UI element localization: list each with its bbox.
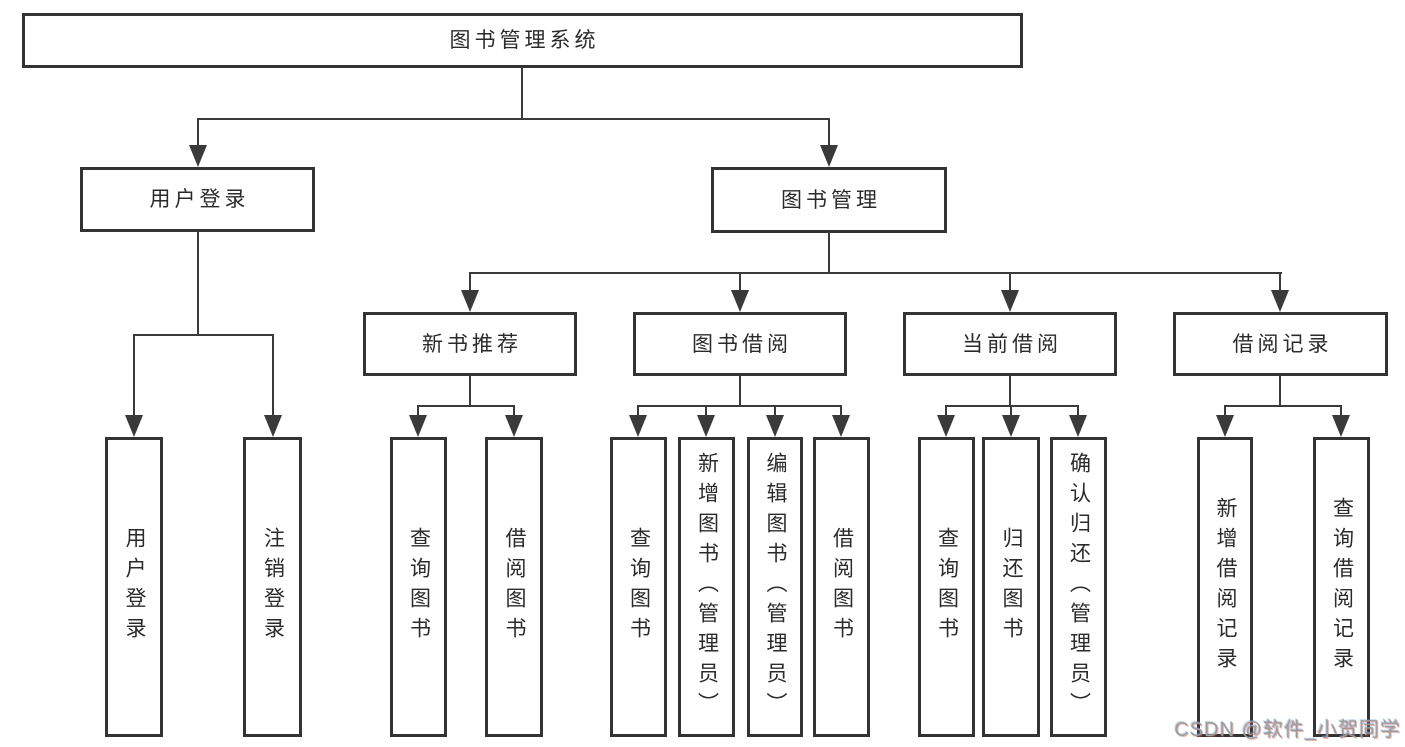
leaf-return-books: 归还图书 <box>982 437 1040 737</box>
leaf-query-books-label: 查询图书 <box>407 527 431 647</box>
leaf-borrow-books-label: 借阅图书 <box>830 527 854 647</box>
arrow-down-icon <box>1332 415 1350 437</box>
leaf-borrow-books: 借阅图书 <box>813 437 870 737</box>
connector-line <box>774 405 776 418</box>
leaf-add-borrow-record: 新增借阅记录 <box>1197 437 1253 737</box>
connector-line <box>469 272 471 292</box>
node-book-borrow: 图书借阅 <box>633 312 847 376</box>
connector-line <box>513 405 515 418</box>
arrow-down-icon <box>1069 415 1087 437</box>
node-root: 图书管理系统 <box>22 13 1023 68</box>
connector-line <box>1077 405 1079 418</box>
leaf-query-books-label: 查询图书 <box>627 527 651 647</box>
arrow-down-icon <box>766 415 784 437</box>
node-user-login: 用户登录 <box>80 167 315 232</box>
arrow-down-icon <box>505 415 523 437</box>
arrow-down-icon <box>937 415 955 437</box>
leaf-return-books-label: 归还图书 <box>1000 527 1024 647</box>
connector-line <box>705 405 707 418</box>
leaf-user-login: 用户登录 <box>105 437 163 737</box>
connector-line <box>1279 272 1281 292</box>
leaf-edit-books-admin: 编辑图书（管理员） <box>747 437 803 737</box>
connector-line <box>1340 405 1342 418</box>
connector-line <box>945 405 947 418</box>
connector-line <box>133 334 274 336</box>
arrow-down-icon <box>1001 290 1019 312</box>
connector-line <box>1224 405 1342 407</box>
connector-line <box>637 405 639 418</box>
leaf-add-books-admin: 新增图书（管理员） <box>678 437 735 737</box>
leaf-borrow-books: 借阅图书 <box>485 437 543 737</box>
connector-line <box>521 68 523 120</box>
node-book-management: 图书管理 <box>711 167 947 233</box>
connector-line <box>1009 272 1011 292</box>
node-borrow-records-label: 借阅记录 <box>1232 332 1333 356</box>
connector-line <box>417 405 515 407</box>
leaf-user-login-label: 用户登录 <box>123 527 147 647</box>
connector-line <box>739 376 741 407</box>
node-current-borrow-label: 当前借阅 <box>962 332 1062 356</box>
connector-line <box>1279 376 1281 407</box>
arrow-down-icon <box>125 415 143 437</box>
leaf-logout-label: 注销登录 <box>261 527 285 647</box>
connector-line <box>417 405 419 418</box>
connector-line <box>197 232 199 336</box>
leaf-confirm-return-admin-label: 确认归还（管理员） <box>1067 452 1091 722</box>
leaf-query-books: 查询图书 <box>610 437 667 737</box>
arrow-down-icon <box>820 145 838 167</box>
arrow-down-icon <box>832 415 850 437</box>
arrow-down-icon <box>461 290 479 312</box>
connector-line <box>945 405 1079 407</box>
node-borrow-records: 借阅记录 <box>1173 312 1388 376</box>
leaf-add-borrow-record-label: 新增借阅记录 <box>1214 497 1238 677</box>
leaf-add-books-admin-label: 新增图书（管理员） <box>695 452 719 722</box>
arrow-down-icon <box>1271 290 1289 312</box>
connector-line <box>828 118 830 148</box>
arrow-down-icon <box>1002 415 1020 437</box>
arrow-down-icon <box>189 145 207 167</box>
arrow-down-icon <box>697 415 715 437</box>
node-user-login-label: 用户登录 <box>149 188 250 211</box>
connector-line <box>739 272 741 292</box>
node-book-borrow-label: 图书借阅 <box>692 332 792 356</box>
leaf-query-borrow-record: 查询借阅记录 <box>1313 437 1370 737</box>
connector-line <box>1010 405 1012 418</box>
connector-line <box>840 405 842 418</box>
arrow-down-icon <box>1216 415 1234 437</box>
arrow-down-icon <box>264 415 282 437</box>
leaf-query-books: 查询图书 <box>918 437 975 737</box>
connector-line <box>272 334 274 417</box>
arrow-down-icon <box>731 290 749 312</box>
connector-line <box>133 334 135 417</box>
leaf-query-books-label: 查询图书 <box>935 527 959 647</box>
node-new-book-recommend-label: 新书推荐 <box>422 332 522 356</box>
node-current-borrow: 当前借阅 <box>903 312 1117 376</box>
connector-line <box>469 272 1282 274</box>
leaf-confirm-return-admin: 确认归还（管理员） <box>1050 437 1107 737</box>
node-book-management-label: 图书管理 <box>781 188 881 212</box>
connector-line <box>1009 376 1011 407</box>
leaf-edit-books-admin-label: 编辑图书（管理员） <box>764 452 788 722</box>
node-new-book-recommend: 新书推荐 <box>363 312 577 376</box>
connector-line <box>469 376 471 407</box>
leaf-query-books: 查询图书 <box>390 437 447 737</box>
connector-line <box>637 405 842 407</box>
leaf-logout: 注销登录 <box>243 437 302 737</box>
connector-line <box>1224 405 1226 418</box>
arrow-down-icon <box>629 415 647 437</box>
connector-line <box>197 118 830 120</box>
node-root-label: 图书管理系统 <box>449 29 600 52</box>
leaf-borrow-books-label: 借阅图书 <box>503 527 527 647</box>
leaf-query-borrow-record-label: 查询借阅记录 <box>1330 497 1354 677</box>
watermark: CSDN @软件_小贺同学 <box>1174 719 1401 741</box>
connector-line <box>197 118 199 148</box>
arrow-down-icon <box>409 415 427 437</box>
connector-line <box>828 232 830 274</box>
